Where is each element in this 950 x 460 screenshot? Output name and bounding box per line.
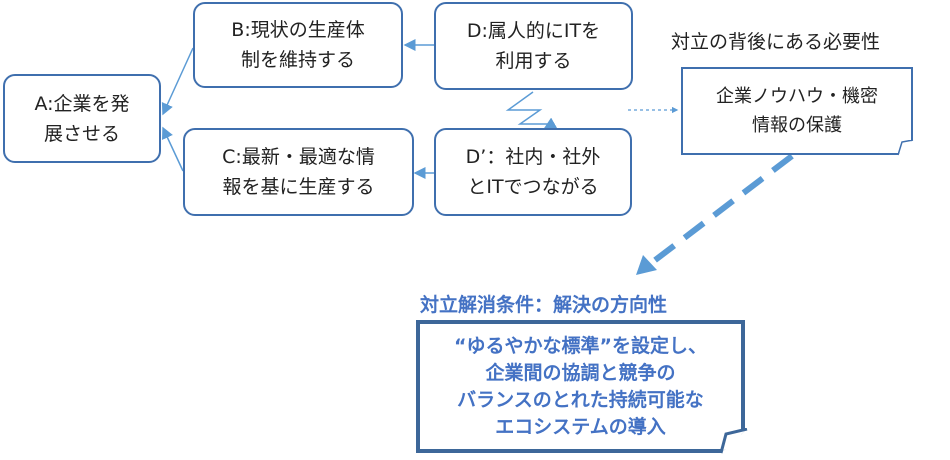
resolution-note: “ゆるやかな標準”を設定し、 企業間の協調と競争の バランスのとれた持続可能な … <box>416 320 745 453</box>
necessity-note: 企業ノウハウ・機密 情報の保護 <box>681 67 913 155</box>
arrow-c-to-a <box>161 126 184 172</box>
arrow-b-to-a <box>161 47 194 116</box>
box-a: A:企業を発 展させる <box>3 74 161 163</box>
resolution-note-fold <box>720 428 748 454</box>
box-c: C:最新・最適な情 報を基に生産する <box>183 128 414 216</box>
conflict-lightning <box>505 91 558 129</box>
necessity-note-fold <box>898 140 914 156</box>
box-b: B:現状の生産体 制を維持する <box>193 2 403 88</box>
box-d-prime: D’：社内・社外 とITでつながる <box>434 128 632 216</box>
box-d: D:属人的にITを 利用する <box>434 2 633 90</box>
necessity-label: 対立の背後にある必要性 <box>671 31 881 53</box>
resolution-heading: 対立解消条件：解決の方向性 <box>420 294 668 316</box>
arrow-dashed-head <box>636 255 657 275</box>
arrow-dashed-to-resolution <box>648 153 794 267</box>
